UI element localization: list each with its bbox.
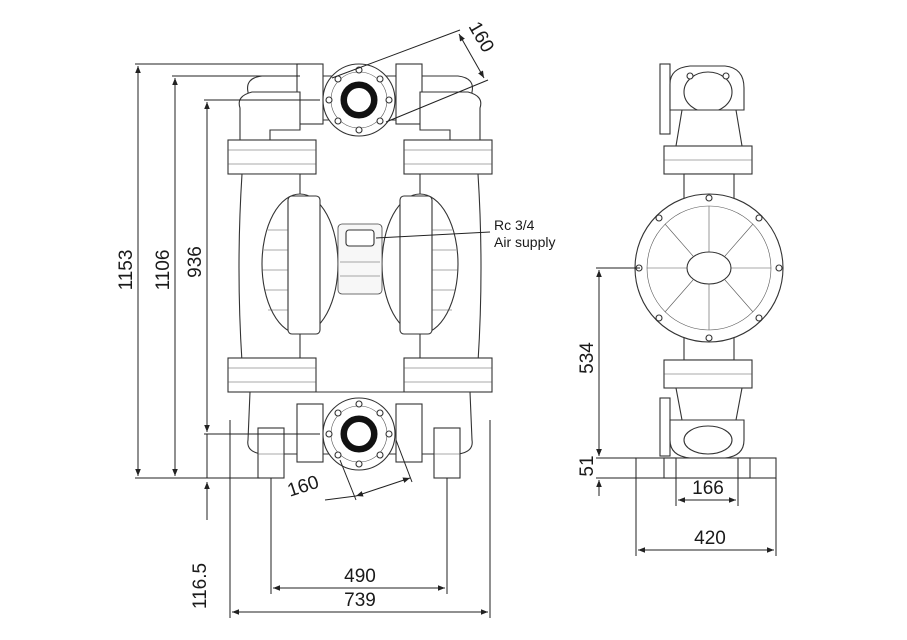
side-foot-right xyxy=(737,457,751,479)
right-upper-clamp xyxy=(403,139,493,175)
top-left-flange xyxy=(296,63,324,125)
side-foot-left xyxy=(663,457,677,479)
air-supply-leader xyxy=(375,231,491,239)
right-lower-clamp xyxy=(403,357,493,393)
bottom-port-bolt-holes xyxy=(325,400,393,468)
side-base-plate xyxy=(635,457,777,479)
air-supply-label-2: Air supply xyxy=(494,234,555,250)
front-dimensions: 1153 1106 936 116.5 490 739 160 160 xyxy=(116,18,555,618)
dim-label-bottom-160: 160 xyxy=(285,472,322,502)
air-valve-cap xyxy=(345,229,375,247)
left-upper-clamp xyxy=(227,139,317,175)
side-diaphragm-spokes xyxy=(647,206,771,330)
left-upper-elbow xyxy=(238,91,301,151)
dim-label-420: 420 xyxy=(694,528,726,549)
dim-label-490: 490 xyxy=(344,566,376,587)
air-supply-label-1: Rc 3/4 xyxy=(494,217,535,233)
dim-label-116-5: 116.5 xyxy=(190,563,211,609)
right-foot xyxy=(433,427,461,479)
dim-label-1106: 1106 xyxy=(153,250,174,291)
side-top-flange-plate xyxy=(659,63,671,135)
dim-label-534: 534 xyxy=(577,342,598,374)
left-diaphragm-cap xyxy=(287,195,321,335)
side-housing-bolts xyxy=(635,194,783,342)
side-top-neck xyxy=(675,109,743,147)
left-foot xyxy=(257,427,285,479)
left-lower-clamp xyxy=(227,357,317,393)
dim-label-936: 936 xyxy=(185,246,206,278)
dim-label-51: 51 xyxy=(577,455,598,476)
dim-label-1153: 1153 xyxy=(116,250,137,291)
bottom-right-flange xyxy=(395,403,423,463)
right-diaphragm-cap xyxy=(399,195,433,335)
dim-line-top-160 xyxy=(458,33,485,79)
dim-label-166: 166 xyxy=(692,478,724,499)
bottom-left-flange xyxy=(296,403,324,463)
side-lower-neck xyxy=(675,387,743,421)
top-port-bolt-holes xyxy=(325,66,393,134)
right-upper-elbow xyxy=(419,91,482,151)
side-view-pump xyxy=(634,63,784,479)
side-bottom-flange-plate xyxy=(659,397,671,457)
side-dimensions: 534 51 166 420 xyxy=(577,267,777,556)
front-view-pump xyxy=(227,63,493,479)
top-right-flange xyxy=(395,63,423,125)
side-diaphragm-center xyxy=(686,251,732,285)
diaphragm-ribs xyxy=(262,229,458,311)
dim-label-739: 739 xyxy=(344,590,376,611)
dim-line-bottom-160 xyxy=(355,477,411,497)
